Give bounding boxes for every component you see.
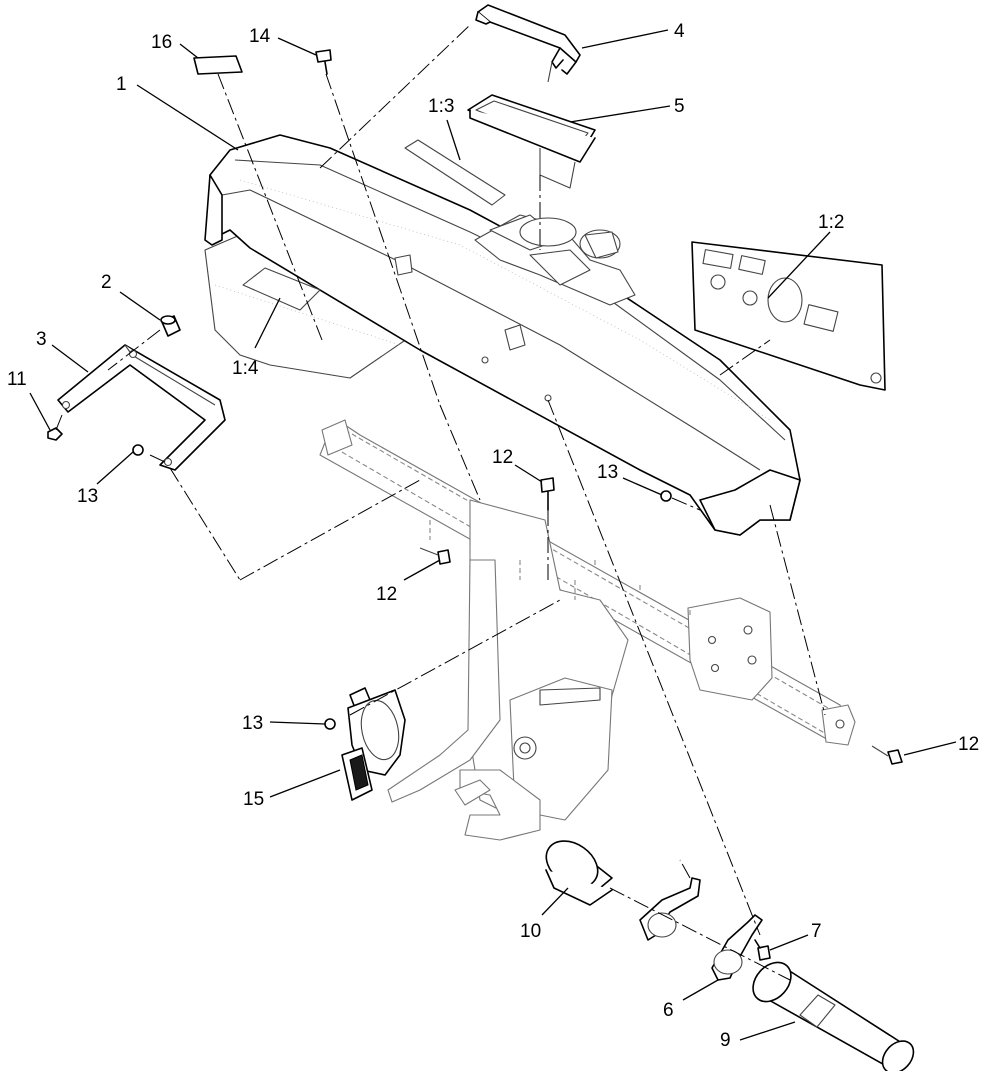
callout-13-left: 13 [77,486,98,507]
decal-1-4 [242,267,321,311]
callout-1-2: 1:2 [818,212,844,233]
callout-12-left: 12 [376,584,397,605]
nut-13-right [660,490,672,502]
mounting-bracket [57,344,226,471]
callout-13-right: 13 [597,462,618,483]
assembly-lines [55,24,826,981]
callout-1-3: 1:3 [428,96,454,117]
decal-1-3 [404,139,506,206]
bolt-12-left [419,547,451,565]
tube-9 [752,961,915,1071]
nut-11 [47,427,63,441]
callout-10: 10 [520,921,541,942]
bolt-12-top [540,477,555,511]
nut-13-lower [324,718,336,730]
callout-16: 16 [151,32,172,53]
callout-13-lower: 13 [242,713,263,734]
callout-1-4: 1:4 [232,358,259,379]
decal-16 [193,55,243,75]
main-panel-cover [204,134,801,536]
pipe-clamp-lower [711,914,763,981]
support-frame [319,419,856,841]
callout-9: 9 [720,1030,731,1051]
leader-lines [29,29,957,1041]
callout-4: 4 [674,21,685,42]
callout-6: 6 [663,1000,674,1021]
callout-7: 7 [811,921,822,942]
callout-5: 5 [674,96,685,117]
pipe-clamp-upper [639,877,701,941]
spacer-2 [160,315,181,337]
callout-1: 1 [116,74,127,95]
clip-holder-15 [341,687,406,801]
grab-handle [475,4,581,83]
callout-3: 3 [36,329,47,350]
screw-14 [315,49,332,75]
callout-14: 14 [249,26,271,47]
callout-11: 11 [7,369,27,390]
cylinder-sleeve-10 [545,840,613,906]
grommet-bezel [467,94,596,189]
nut-13-left [132,444,144,456]
screw-7 [754,939,771,961]
callout-labels: 1 16 14 4 5 1:3 1:2 1:4 2 3 11 13 12 13 … [7,21,979,1051]
callout-12-top: 12 [492,447,513,468]
callout-2: 2 [101,272,112,293]
callout-15: 15 [243,789,264,810]
bolt-12-right [871,745,903,765]
callout-12-right: 12 [958,734,979,755]
